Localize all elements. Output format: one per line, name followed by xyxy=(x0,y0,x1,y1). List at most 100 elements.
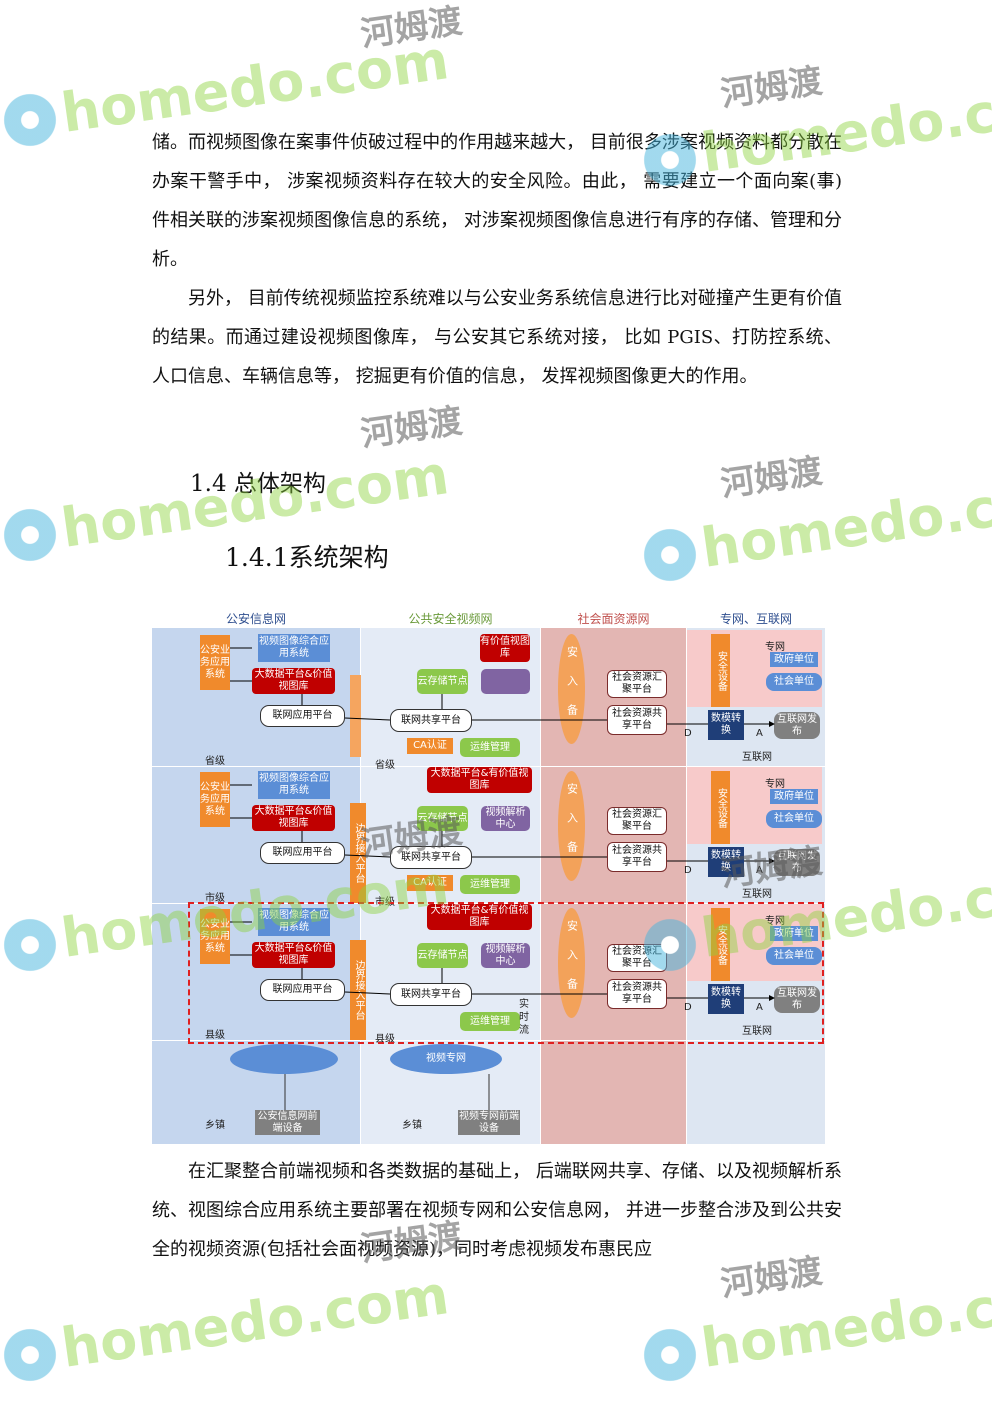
security-device: 安全设备 xyxy=(711,634,730,707)
video-image-app-system: 视频图像综合应用系统 xyxy=(258,771,330,799)
video-analysis-center: 视频解析中心 xyxy=(481,943,530,968)
level-label: 县级 xyxy=(205,1030,225,1041)
internet-label: 互联网 xyxy=(742,889,772,900)
police-business-app-system: 公安业务应用系统 xyxy=(200,772,230,827)
tier-divider xyxy=(152,1040,825,1041)
security-device: 安全设备 xyxy=(711,908,730,981)
digital-analog-converter: 数模转换 xyxy=(708,847,744,877)
digital-analog-converter: 数模转换 xyxy=(708,984,744,1014)
social-unit: 社会单位 xyxy=(766,947,822,965)
tier-divider xyxy=(152,766,825,767)
watermark-flower-icon xyxy=(640,1325,700,1385)
watermark-flower-icon xyxy=(0,90,60,150)
ca-auth: CA认证 xyxy=(407,738,453,754)
cloud-storage-node: 云存储节点 xyxy=(417,943,468,968)
watermark-text: homedo.com xyxy=(57,1263,453,1380)
column-header: 公安信息网 xyxy=(225,612,286,626)
internet-label: 互联网 xyxy=(742,1026,772,1037)
realtime-stream-label: 实时流 xyxy=(519,999,529,1036)
town-label: 乡镇 xyxy=(402,1120,422,1131)
social-resource-share-platform: 社会资源共享平台 xyxy=(607,979,667,1009)
private-net-zone xyxy=(687,904,822,981)
marker-a: A xyxy=(756,728,763,739)
internet-publish: 互联网发布 xyxy=(774,712,820,739)
marker-d: D xyxy=(684,728,692,739)
social-resource-gather-platform: 社会资源汇聚平台 xyxy=(607,944,667,972)
social-resource-gather-platform: 社会资源汇聚平台 xyxy=(607,670,667,698)
watermark-cn: 河姆渡 xyxy=(718,451,825,505)
paragraph-3: 在汇聚整合前端视频和各类数据的基础上， 后端联网共享、存储、以及视频解析系统、视… xyxy=(152,1161,842,1260)
ops-management: 运维管理 xyxy=(460,875,520,894)
video-analysis-center: 视频解析中心 xyxy=(481,806,530,831)
watermark-flower-icon xyxy=(640,525,700,585)
marker-d: D xyxy=(684,1002,692,1013)
subsection-heading: 1.4.1系统架构 xyxy=(225,543,389,572)
network-app-platform: 联网应用平台 xyxy=(260,979,345,1001)
private-net-label: 专网 xyxy=(765,642,785,653)
security-device: 安全设备 xyxy=(711,771,730,844)
police-business-app-system: 公安业务应用系统 xyxy=(200,635,230,690)
watermark-flower-icon xyxy=(0,505,60,565)
ops-management: 运维管理 xyxy=(460,1012,520,1031)
network-share-platform: 联网共享平台 xyxy=(390,846,472,869)
video-image-app-system: 视频图像综合应用系统 xyxy=(258,908,330,936)
network-app-platform: 联网应用平台 xyxy=(260,842,345,864)
watermark: homedo.com xyxy=(58,1263,453,1380)
paragraph-2: 另外， 目前传统视频监控系统难以与公安业务系统信息进行比对碰撞产生更有价值的结果… xyxy=(152,288,842,387)
social-resource-share-platform: 社会资源共享平台 xyxy=(607,705,667,735)
security-access-device: 安入备 xyxy=(558,634,585,744)
marker-a: A xyxy=(756,1002,763,1013)
ca-auth: CA认证 xyxy=(407,875,453,891)
watermark-text: homedo.com xyxy=(697,1263,992,1380)
security-access-device: 安入备 xyxy=(558,771,585,881)
internet-publish: 互联网发布 xyxy=(774,986,820,1013)
network-share-platform: 联网共享平台 xyxy=(390,983,472,1006)
private-net-label: 专网 xyxy=(765,916,785,927)
watermark-cn: 河姆渡 xyxy=(358,401,465,455)
town-label: 乡镇 xyxy=(205,1120,225,1131)
level-label: 市级 xyxy=(205,893,225,904)
watermark: homedo.com xyxy=(698,1263,992,1380)
marker-d: D xyxy=(684,865,692,876)
private-net-zone xyxy=(687,630,822,707)
column-header: 专网、互联网 xyxy=(719,612,792,626)
cloud-network: 视频专网 xyxy=(390,1044,502,1074)
cloud-storage-node: 云存储节点 xyxy=(417,669,468,694)
internet-publish: 互联网发布 xyxy=(774,849,820,876)
marker-a: A xyxy=(756,865,763,876)
column-header: 公共安全视频网 xyxy=(408,612,493,626)
government-unit: 政府单位 xyxy=(770,926,818,941)
private-net-zone xyxy=(687,767,822,844)
column-header: 社会面资源网 xyxy=(577,612,650,626)
police-front-devices: 公安信息网前端设备 xyxy=(255,1110,320,1135)
border-access-strip xyxy=(350,675,361,757)
level-label: 省级 xyxy=(205,756,225,767)
level-label: 县级 xyxy=(375,1034,395,1045)
network-app-platform: 联网应用平台 xyxy=(260,705,345,727)
bigdata-platform: 大数据平台&价值视图库 xyxy=(252,668,335,694)
network-share-platform: 联网共享平台 xyxy=(390,709,472,732)
video-analysis-center xyxy=(481,669,530,694)
border-access-platform: 边界接入平台 xyxy=(350,940,366,1040)
level-label: 省级 xyxy=(375,760,395,771)
watermark-flower-icon xyxy=(0,1325,60,1385)
cloud-network xyxy=(230,1044,338,1074)
bigdata-valuable-view-library: 大数据平台&有价值视图库 xyxy=(427,767,532,793)
video-front-devices: 视频专网前端设备 xyxy=(458,1110,520,1135)
government-unit: 政府单位 xyxy=(770,652,818,667)
watermark-text: homedo.com xyxy=(697,463,992,580)
video-image-app-system: 视频图像综合应用系统 xyxy=(258,634,330,662)
social-unit: 社会单位 xyxy=(766,810,822,828)
section-heading: 1.4 总体架构 xyxy=(190,471,326,497)
watermark: homedo.com xyxy=(698,463,992,580)
system-architecture-diagram: 公安信息网公共安全视频网社会面资源网专网、互联网公安业务应用系统视频图像综合应用… xyxy=(152,606,825,1144)
social-resource-gather-platform: 社会资源汇聚平台 xyxy=(607,807,667,835)
ops-management: 运维管理 xyxy=(460,738,520,757)
digital-analog-converter: 数模转换 xyxy=(708,710,744,740)
bigdata-platform: 大数据平台&价值视图库 xyxy=(252,942,335,968)
social-unit: 社会单位 xyxy=(766,673,822,691)
police-business-app-system: 公安业务应用系统 xyxy=(200,909,230,964)
cloud-storage-node: 云存储节点 xyxy=(417,806,468,831)
social-resource-share-platform: 社会资源共享平台 xyxy=(607,842,667,872)
